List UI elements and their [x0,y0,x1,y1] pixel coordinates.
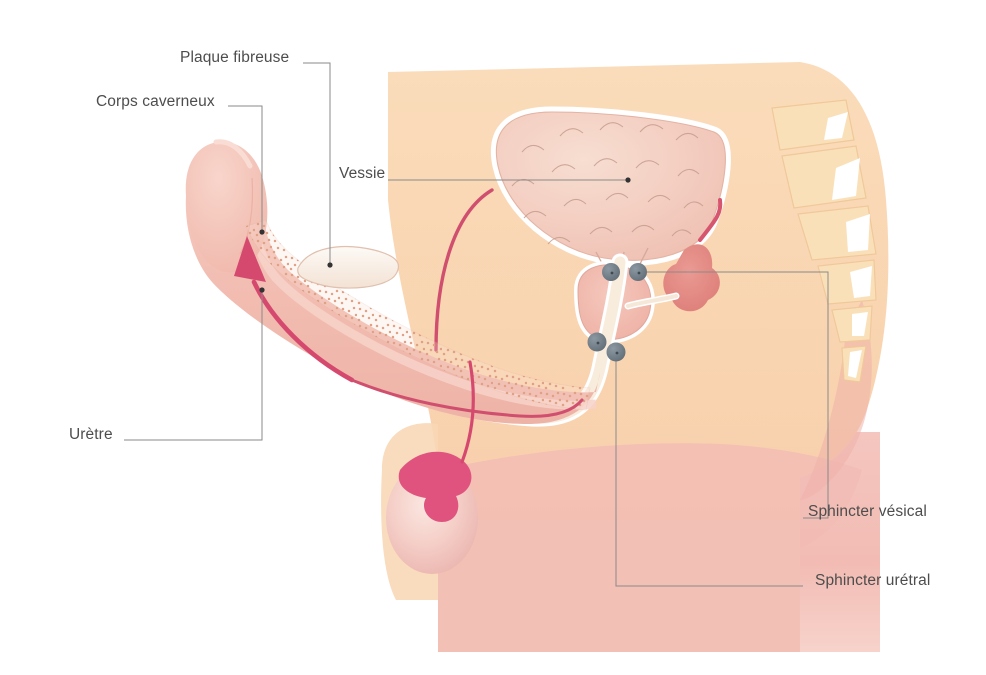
dot-uretral-left-center [596,341,600,345]
cavernosum-speckle [246,220,590,410]
label-plaque-fibreuse[interactable]: Plaque fibreuse [180,49,290,66]
dot-vesical-left[interactable] [602,263,620,281]
marker-corps [259,229,265,235]
marker-uretre [259,287,265,293]
dot-vesical-right-center [637,271,641,275]
label-sphincter-uretral[interactable]: Sphincter urétral [815,572,931,589]
bladder-rugae [511,122,704,245]
curvature-arrow-head [234,236,266,282]
curvature-arrow-shaft [251,279,355,383]
dot-uretral-left[interactable] [587,332,607,352]
dot-vesical-right[interactable] [629,263,647,281]
leader-uretre [124,290,263,441]
leader-sphincter-vesical [637,271,829,519]
leader-plaque-fibreuse [303,62,331,265]
plaque-body [297,245,400,289]
dot-uretral-right-center [615,351,619,355]
dot-vesical-left-center [610,271,614,275]
leader-corps-caverneux [228,105,263,232]
leader-end-markers [259,177,631,293]
urachus-ligament [434,188,494,352]
label-corps-caverneux[interactable]: Corps caverneux [96,93,215,110]
vertebra-highlights [824,112,872,378]
curvature-arrow-tail [350,378,584,418]
glans-highlight [213,139,253,169]
dot-uretral-right[interactable] [606,342,626,362]
label-sphincter-vesical[interactable]: Sphincter vésical [808,503,927,520]
label-vessie[interactable]: Vessie [339,165,386,182]
testicle-group [381,360,478,600]
leader-sphincter-uretral [615,352,803,587]
sphincter-markers [587,263,647,362]
corona-line [239,177,254,255]
epididymis [398,451,472,522]
marker-vessie [625,177,631,183]
label-uretre[interactable]: Urètre [69,426,113,443]
marker-plaque [327,262,333,268]
ejaculatory-duct [626,294,678,308]
vas-deferens [460,360,475,464]
fibrous-plaque [297,245,400,289]
leader-lines [124,62,829,587]
seminal-vesicle-duct [698,198,723,242]
